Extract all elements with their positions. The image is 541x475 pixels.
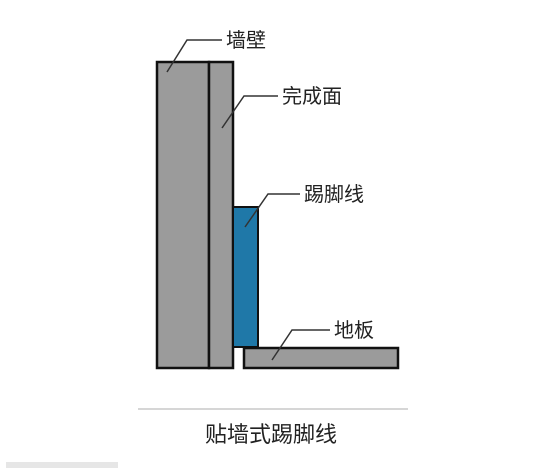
floor-leader-line	[271, 329, 330, 361]
floor-label: 地板	[334, 318, 374, 342]
wall-label: 墙壁	[226, 28, 266, 52]
skirting-leader-line	[244, 193, 300, 228]
watermark	[6, 462, 118, 468]
diagram-caption: 贴墙式踢脚线	[205, 423, 337, 448]
finish-surface-leader-line	[221, 95, 278, 129]
finish-surface-layer	[207, 60, 235, 370]
wall-leader-line	[166, 39, 222, 73]
skirting-board	[232, 206, 259, 348]
skirting-label: 踢脚线	[304, 182, 364, 206]
wall-block	[155, 60, 211, 370]
finish-surface-label: 完成面	[282, 84, 342, 108]
floor-slab	[242, 346, 400, 370]
